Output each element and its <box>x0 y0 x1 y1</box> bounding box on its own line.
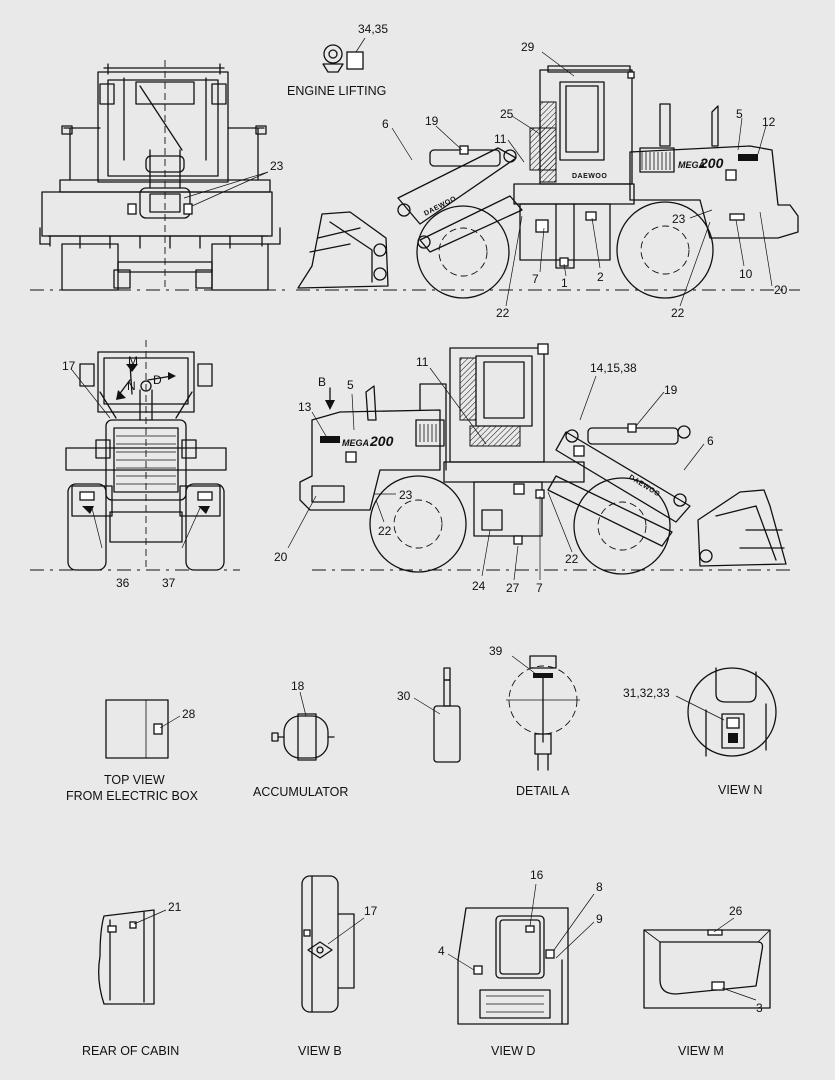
callout-1: 1 <box>561 276 568 290</box>
view-b-caption: VIEW B <box>298 1044 342 1058</box>
callout-7-right: 7 <box>532 272 539 286</box>
view-marker-n: N <box>127 379 136 393</box>
callout-19-right: 19 <box>425 114 439 128</box>
callout-7-left: 7 <box>536 581 543 595</box>
callout-3: 3 <box>756 1001 763 1015</box>
callout-23-right: 23 <box>672 212 686 226</box>
rear-view-loader <box>30 340 240 571</box>
callout-24: 24 <box>472 579 486 593</box>
callout-27: 27 <box>506 581 520 595</box>
callout-34-35: 34,35 <box>358 22 388 36</box>
callout-28: 28 <box>182 707 196 721</box>
callout-21: 21 <box>168 900 182 914</box>
callout-10: 10 <box>739 267 753 281</box>
callout-9: 9 <box>596 912 603 926</box>
callout-37: 37 <box>162 576 176 590</box>
callout-22-right-b: 22 <box>671 306 685 320</box>
callout-22-left-b: 22 <box>565 552 579 566</box>
callout-13: 13 <box>298 400 312 414</box>
view-b-drawing <box>301 875 365 1013</box>
callout-20-right: 20 <box>774 283 788 297</box>
callout-36: 36 <box>116 576 130 590</box>
callout-16: 16 <box>530 868 544 882</box>
view-n-drawing <box>675 667 777 757</box>
view-m-caption: VIEW M <box>678 1044 724 1058</box>
engine-lifting-decal-icon <box>322 37 366 73</box>
callout-4: 4 <box>438 944 445 958</box>
top-view-caption-1: TOP VIEW <box>104 773 165 787</box>
callout-23-front: 23 <box>270 159 284 173</box>
callout-18: 18 <box>291 679 305 693</box>
view-marker-b: B <box>318 375 326 389</box>
view-marker-m: M <box>128 354 138 368</box>
callout-17-view-b: 17 <box>364 904 378 918</box>
engine-lifting-caption: ENGINE LIFTING <box>287 84 386 98</box>
model-logo-left: MEGA <box>342 438 369 448</box>
detail-a-caption: DETAIL A <box>516 784 570 798</box>
callout-12: 12 <box>762 115 776 129</box>
callout-8: 8 <box>596 880 603 894</box>
model-logo-right: MEGA <box>678 160 705 170</box>
callout-22-right-a: 22 <box>496 306 510 320</box>
callout-20-left: 20 <box>274 550 288 564</box>
front-view-loader <box>30 60 290 291</box>
electric-box-top-view <box>105 699 181 759</box>
callout-6-right: 6 <box>382 117 389 131</box>
callout-11-left: 11 <box>416 355 429 369</box>
view-d-drawing <box>447 883 595 1025</box>
callout-5-right: 5 <box>736 107 743 121</box>
view-d-caption: VIEW D <box>491 1044 535 1058</box>
brand-text-boom: DAEWOO <box>423 195 458 217</box>
callout-25: 25 <box>500 107 514 121</box>
callout-17-rear: 17 <box>62 359 76 373</box>
accumulator-drawing <box>271 691 335 761</box>
callout-39: 39 <box>489 644 503 658</box>
callout-2: 2 <box>597 270 604 284</box>
callout-11-right: 11 <box>494 132 507 146</box>
model-number-left: 200 <box>369 433 394 449</box>
top-view-caption-2: FROM ELECTRIC BOX <box>66 789 199 803</box>
callout-29: 29 <box>521 40 535 54</box>
left-side-view-loader: MEGA 200 DAEWOO <box>299 343 790 575</box>
view-m-drawing <box>643 917 771 1009</box>
callout-30: 30 <box>397 689 411 703</box>
left-view-leaders <box>287 367 705 581</box>
accumulator-caption: ACCUMULATOR <box>253 785 348 799</box>
brand-text-cab: DAEWOO <box>572 173 607 180</box>
part-30-drawing <box>413 667 461 763</box>
callout-26: 26 <box>729 904 743 918</box>
detail-a-drawing <box>506 655 580 771</box>
callout-14-15-38: 14,15,38 <box>590 361 637 375</box>
callout-22-left-a: 22 <box>378 524 392 538</box>
callout-5-left: 5 <box>347 378 354 392</box>
callout-31-32-33: 31,32,33 <box>623 686 670 700</box>
callout-19-left: 19 <box>664 383 678 397</box>
rear-of-cabin-drawing <box>98 909 167 1005</box>
right-side-view-loader: MEGA 200 DAEWOO DAEWOO <box>296 65 800 299</box>
view-marker-d: D <box>153 373 162 387</box>
callout-23-left: 23 <box>399 488 413 502</box>
model-number-right: 200 <box>699 155 724 171</box>
rear-of-cabin-caption: REAR OF CABIN <box>82 1044 179 1058</box>
right-view-leaders <box>391 51 773 307</box>
view-n-caption: VIEW N <box>718 783 762 797</box>
callout-6-left: 6 <box>707 434 714 448</box>
